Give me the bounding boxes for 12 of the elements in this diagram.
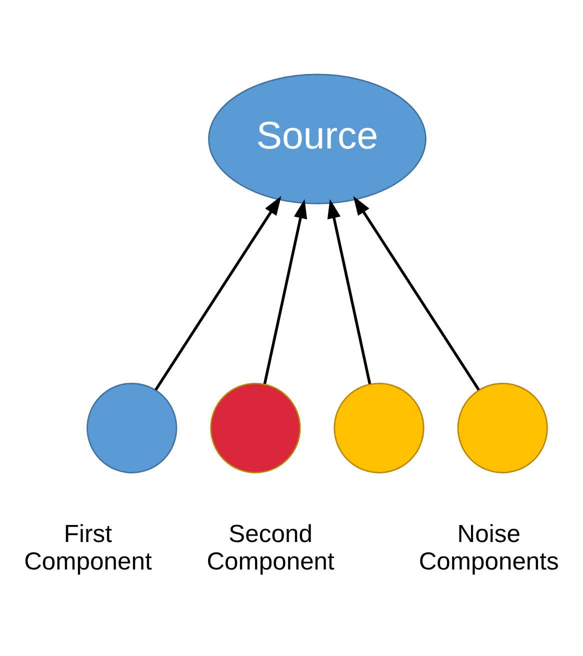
node-ellipse: Source — [208, 73, 426, 204]
label: Noise Components — [418, 520, 559, 575]
arrow — [263, 198, 308, 384]
node-circle — [334, 382, 424, 473]
arrow — [327, 198, 372, 384]
node-circle — [210, 382, 301, 473]
label: Second Component — [206, 520, 334, 575]
node-circle — [86, 382, 178, 473]
node-circle — [457, 382, 548, 473]
label: First Component — [24, 520, 152, 575]
arrow — [353, 195, 480, 390]
arrow — [154, 195, 282, 390]
